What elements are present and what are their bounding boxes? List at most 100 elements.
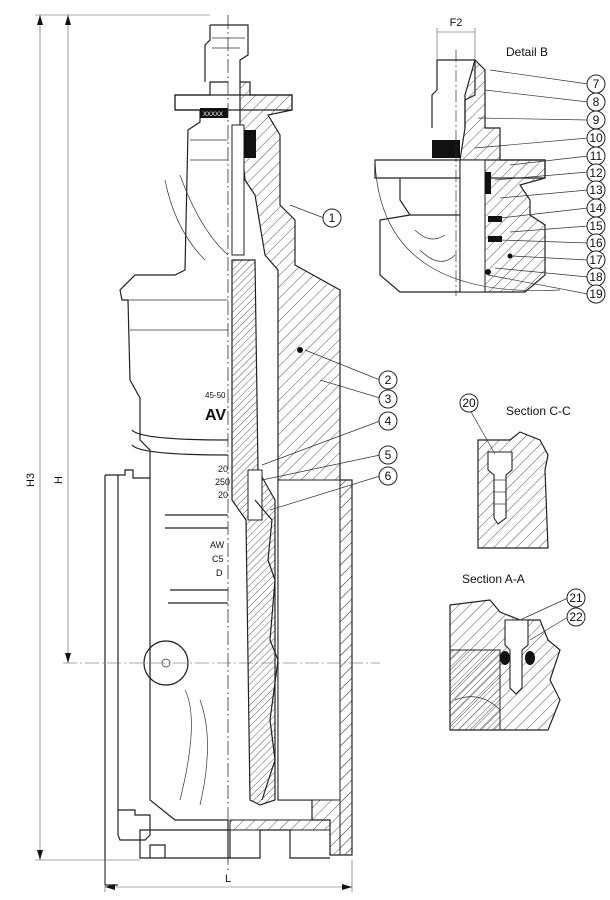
section-aa-rib <box>454 696 501 711</box>
svg-text:11: 11 <box>590 149 603 163</box>
section-aa-bolt <box>504 619 529 695</box>
body-rib-8 <box>190 139 228 161</box>
callout-14: 14 <box>586 198 606 218</box>
left-flange-top <box>105 469 150 479</box>
stem <box>231 124 245 256</box>
section-cc-bolt <box>487 451 513 525</box>
callout-11: 11 <box>586 146 606 166</box>
svg-text:19: 19 <box>589 287 603 301</box>
detail-b-stem <box>459 159 486 293</box>
detail-b-title: Detail B <box>506 45 548 59</box>
detail-b-rib <box>414 229 456 262</box>
svg-text:17: 17 <box>589 253 603 267</box>
callout-16: 16 <box>586 233 606 253</box>
leader-19 <box>487 274 589 295</box>
svg-text:2: 2 <box>385 373 392 387</box>
section-aa: Section A-A <box>449 572 561 731</box>
body-marking-d: D <box>216 568 223 578</box>
stem-marking-text: XXXXX <box>203 112 223 118</box>
callout-7: 7 <box>586 74 606 94</box>
leader-2 <box>304 349 381 381</box>
svg-text:6: 6 <box>385 469 392 483</box>
callout-20: 20 <box>459 393 479 413</box>
detail-b-exterior <box>379 178 460 293</box>
section-aa-seal-left <box>500 651 510 665</box>
svg-text:21: 21 <box>569 591 583 605</box>
svg-text:14: 14 <box>589 201 603 215</box>
stem-cap <box>204 24 249 82</box>
body-marking-aw: AW <box>210 540 225 550</box>
leader-13 <box>499 189 589 199</box>
leader-22 <box>529 616 569 641</box>
callout-9: 9 <box>586 110 606 130</box>
gate-wedge <box>231 259 276 806</box>
leader-16 <box>499 239 589 244</box>
svg-text:5: 5 <box>385 448 392 462</box>
callout-19: 19 <box>586 284 606 304</box>
callout-1: 1 <box>322 208 342 228</box>
dimension-lines: H3 H L <box>25 14 380 892</box>
callout-21: 21 <box>566 588 586 608</box>
leader-14 <box>499 207 589 219</box>
section-aa-seal-right <box>525 651 535 665</box>
dim-f2-label: F2 <box>450 17 463 29</box>
stem-cap-detail <box>212 37 245 49</box>
leader-12 <box>494 171 589 181</box>
detail-b-seal-3 <box>488 236 502 242</box>
callout-4: 4 <box>378 411 398 431</box>
body-marking-top: 45-50 <box>205 391 226 400</box>
svg-text:12: 12 <box>589 166 603 180</box>
svg-text:10: 10 <box>589 131 603 145</box>
stem-marking-band <box>200 108 228 118</box>
svg-text:16: 16 <box>589 236 603 250</box>
body-rib-6 <box>179 689 208 806</box>
leader-20 <box>469 409 496 455</box>
svg-text:7: 7 <box>593 77 600 91</box>
leader-7 <box>489 69 589 85</box>
callout-2: 2 <box>378 370 398 390</box>
leader-15 <box>509 225 589 233</box>
bonnet-oring <box>297 347 303 353</box>
svg-text:20: 20 <box>462 396 476 410</box>
body-exterior-left <box>119 81 228 821</box>
detail-b-bolt <box>507 253 513 259</box>
leader-11 <box>509 155 589 166</box>
bottom-left-flange <box>117 809 151 841</box>
detail-b: Detail B F2 <box>374 17 561 296</box>
detail-b-oring <box>485 269 491 275</box>
svg-text:4: 4 <box>385 414 392 428</box>
svg-text:8: 8 <box>593 95 600 109</box>
body-marking-num-b: 250 <box>215 477 230 487</box>
callout-15: 15 <box>586 216 606 236</box>
wedge-profile <box>254 499 279 801</box>
body-rib-4 <box>165 514 228 529</box>
bottom-section-hatch <box>229 819 331 831</box>
leader-5 <box>261 454 381 481</box>
leader-10 <box>474 137 589 149</box>
leader-18 <box>494 267 589 278</box>
svg-text:9: 9 <box>593 113 600 127</box>
gland-packing <box>244 130 256 158</box>
callouts: 1 2 3 4 5 6 7 8 9 10 11 12 13 14 15 16 1… <box>322 74 606 627</box>
callout-8: 8 <box>586 92 606 112</box>
leader-6 <box>269 475 381 511</box>
callout-6: 6 <box>378 466 398 486</box>
section-cc-title: Section C-C <box>506 404 571 418</box>
stem-nut <box>247 469 263 521</box>
leader-lines <box>261 69 589 641</box>
svg-text:13: 13 <box>589 183 603 197</box>
section-cc: Section C-C <box>477 404 571 549</box>
section-aa-lower <box>449 649 501 731</box>
svg-text:1: 1 <box>329 211 336 225</box>
section-cc-hatch <box>477 431 549 549</box>
leader-21 <box>519 597 569 621</box>
left-flange <box>104 475 119 886</box>
detail-b-marking-band <box>432 140 460 158</box>
callout-5: 5 <box>378 445 398 465</box>
svg-text:22: 22 <box>569 610 583 624</box>
svg-text:18: 18 <box>589 270 603 284</box>
leader-1 <box>289 204 325 219</box>
callout-13: 13 <box>586 180 606 200</box>
